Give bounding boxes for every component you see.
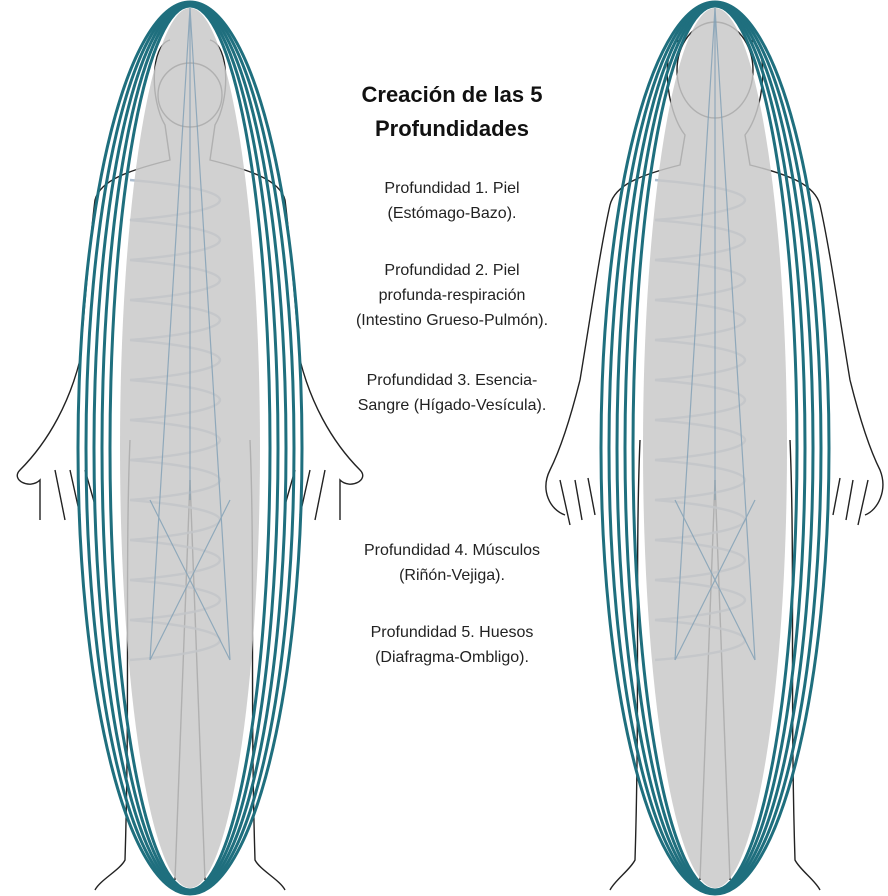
depth-5-text: Profundidad 5. Huesos (Diafragma-Ombligo…: [308, 620, 596, 670]
title-line-2: Profundidades: [318, 112, 586, 146]
diagram-title: Creación de las 5 Profundidades: [318, 78, 586, 146]
depth-4-line-1: Profundidad 4. Músculos: [308, 538, 596, 563]
depth-2-line-1: Profundidad 2. Piel: [308, 258, 596, 283]
depth-5-line-2: (Diafragma-Ombligo).: [308, 645, 596, 670]
depth-1-text: Profundidad 1. Piel (Estómago-Bazo).: [308, 176, 596, 226]
depth-5-line-1: Profundidad 5. Huesos: [308, 620, 596, 645]
depth-1-line-2: (Estómago-Bazo).: [308, 201, 596, 226]
depth-3-text: Profundidad 3. Esencia- Sangre (Hígado-V…: [308, 368, 596, 418]
depth-2-line-2: profunda-respiración: [308, 283, 596, 308]
title-line-1: Creación de las 5: [318, 78, 586, 112]
depth-3-line-1: Profundidad 3. Esencia-: [308, 368, 596, 393]
depth-2-text: Profundidad 2. Piel profunda-respiración…: [308, 258, 596, 333]
depth-4-line-2: (Riñón-Vejiga).: [308, 563, 596, 588]
depth-1-line-1: Profundidad 1. Piel: [308, 176, 596, 201]
depth-4-text: Profundidad 4. Músculos (Riñón-Vejiga).: [308, 538, 596, 588]
depth-2-line-3: (Intestino Grueso-Pulmón).: [308, 308, 596, 333]
depth-3-line-2: Sangre (Hígado-Vesícula).: [308, 393, 596, 418]
